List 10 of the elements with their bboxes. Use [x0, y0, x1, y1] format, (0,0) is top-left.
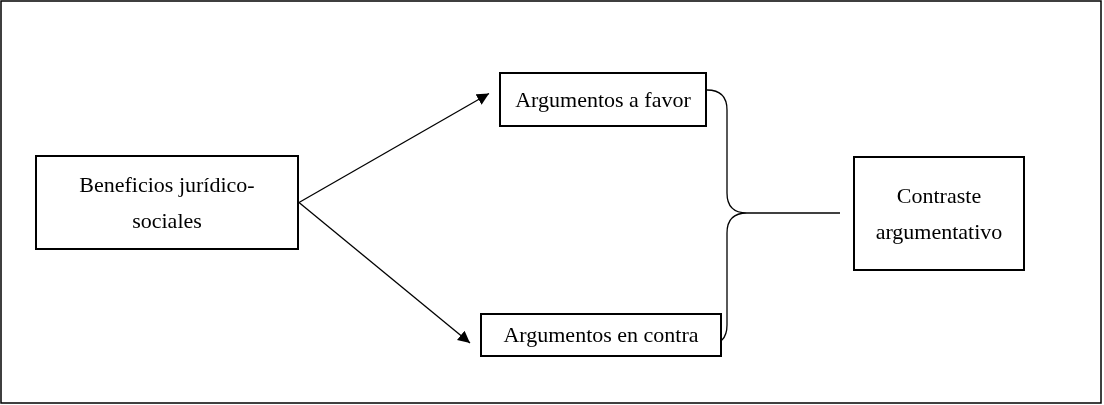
box-label: Contraste argumentativo: [874, 181, 1004, 246]
box-label: Beneficios jurídico-sociales: [78, 170, 256, 235]
process-box: [35, 155, 299, 250]
process-box: [480, 313, 722, 357]
box-label: Argumentos en contra: [503, 321, 699, 349]
arrow: [298, 92, 490, 204]
process-box: [853, 156, 1025, 271]
arrow: [298, 201, 471, 344]
box-label: Argumentos a favor: [515, 85, 691, 114]
process-box: [499, 72, 707, 127]
